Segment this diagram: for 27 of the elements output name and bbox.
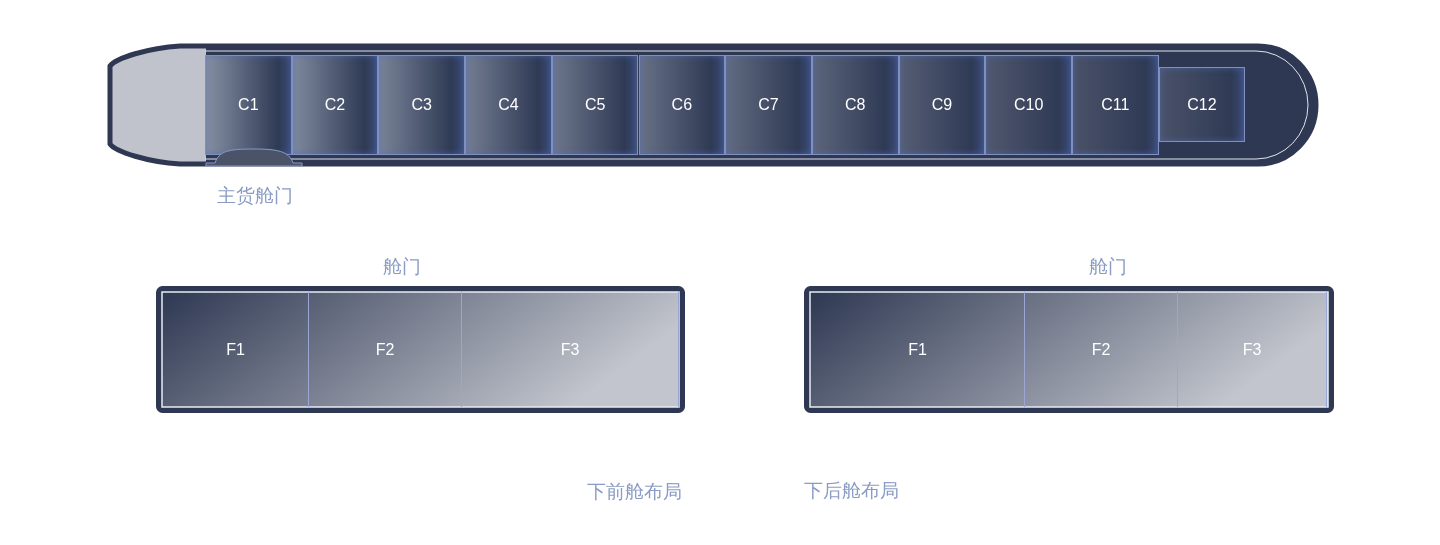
door-label: 舱门 [1089, 257, 1127, 276]
cargo-position: C1 [205, 55, 292, 155]
cargo-position: C8 [811, 55, 899, 155]
hold-section: F1 [811, 292, 1025, 407]
hold-section: F3 [1178, 292, 1327, 407]
cargo-position: C7 [725, 55, 812, 155]
cargo-position: C10 [985, 55, 1072, 155]
hold-section: F2 [309, 292, 462, 407]
cargo-position: C12 [1159, 67, 1245, 142]
fuselage-outline [108, 44, 1318, 166]
cargo-position: C11 [1072, 55, 1159, 155]
cargo-hold-outline [804, 286, 1334, 413]
hold-caption: 下前舱布局 [587, 482, 682, 501]
hold-section: F2 [1025, 292, 1178, 407]
hold-caption: 下后舱布局 [804, 481, 899, 500]
cargo-position: C5 [551, 55, 639, 155]
cargo-position: C4 [465, 55, 552, 155]
hold-section: F3 [462, 292, 679, 407]
cargo-position: C2 [291, 55, 379, 155]
cargo-position: C9 [898, 55, 986, 155]
cargo-hold-outline [156, 286, 685, 413]
cargo-door [205, 147, 303, 168]
hold-section: F1 [163, 292, 309, 407]
cargo-position: C6 [638, 55, 726, 155]
cargo-position: C3 [378, 55, 466, 155]
door-label: 舱门 [383, 257, 421, 276]
door-label: 主货舱门 [217, 186, 293, 205]
